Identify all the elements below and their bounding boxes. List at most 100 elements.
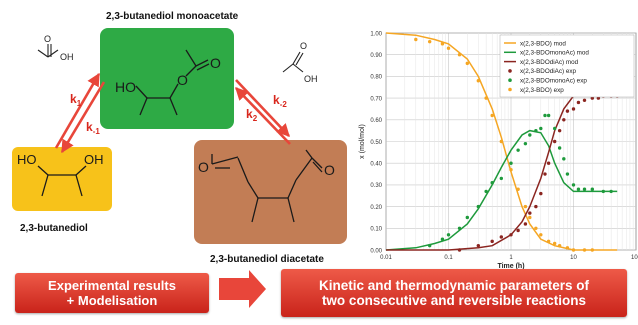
data-point-5 bbox=[571, 248, 576, 252]
acetic-acid-left-oh: OH bbox=[60, 52, 74, 62]
data-point-4 bbox=[516, 148, 520, 152]
data-point-4 bbox=[457, 226, 462, 230]
data-point-4 bbox=[484, 189, 488, 194]
legend-entry: x(2,3-BDOdiAc) exp bbox=[520, 68, 576, 75]
data-point-3 bbox=[476, 243, 481, 248]
data-point-5 bbox=[539, 233, 543, 237]
data-point-3 bbox=[552, 139, 557, 144]
data-point-3 bbox=[546, 161, 551, 165]
acetic-acid-left-o: O bbox=[44, 34, 51, 44]
data-point-4 bbox=[476, 204, 481, 209]
data-point-5 bbox=[557, 243, 562, 248]
y-tick-label: 0.20 bbox=[370, 205, 382, 211]
y-tick-label: 0.80 bbox=[370, 75, 382, 81]
butanediol-oh: OH bbox=[84, 152, 104, 167]
data-point-4 bbox=[552, 126, 557, 131]
y-tick-label: 0.00 bbox=[370, 248, 382, 254]
left-banner: Experimental results + Modelisation bbox=[15, 273, 209, 313]
data-point-3 bbox=[528, 211, 532, 215]
legend-swatch bbox=[508, 78, 512, 82]
data-point-3 bbox=[543, 172, 547, 176]
x-tick-label: 0.1 bbox=[444, 255, 453, 261]
data-point-5 bbox=[523, 204, 528, 209]
series-line-0 bbox=[385, 32, 618, 251]
right-banner-line1: Kinetic and thermodynamic parameters of bbox=[318, 278, 590, 293]
km1-label: k-1 bbox=[86, 120, 100, 136]
data-point-5 bbox=[414, 37, 418, 42]
data-point-5 bbox=[440, 42, 445, 46]
y-tick-label: 0.50 bbox=[370, 140, 382, 146]
y-axis-title: x (mol/mol) bbox=[359, 124, 366, 159]
banner-arrow bbox=[219, 270, 266, 308]
acetic-acid-right-o: O bbox=[300, 41, 307, 51]
data-point-5 bbox=[476, 79, 481, 83]
diacetate-o-right: O bbox=[324, 162, 335, 178]
kinetics-chart: 0.000.100.200.300.400.500.600.700.800.90… bbox=[370, 31, 638, 261]
data-point-4 bbox=[446, 233, 451, 237]
acetic-acid-left bbox=[37, 44, 59, 58]
data-point-5 bbox=[528, 215, 532, 220]
x-tick-label: 0.01 bbox=[380, 255, 392, 261]
monoacetate-carbonyl-o: O bbox=[210, 55, 221, 71]
data-point-4 bbox=[499, 176, 504, 181]
legend-entry: x(2,3-BDOmonoAc) exp bbox=[520, 78, 587, 85]
data-point-4 bbox=[582, 187, 587, 191]
diacetate-label: 2,3-butanediol diacetate bbox=[210, 254, 324, 265]
acetic-acid-right bbox=[282, 51, 304, 73]
data-point-3 bbox=[509, 233, 513, 237]
km2-label: k-2 bbox=[273, 93, 287, 109]
data-point-4 bbox=[565, 172, 570, 176]
data-point-5 bbox=[427, 39, 432, 44]
butanediol-ho: HO bbox=[17, 152, 37, 167]
right-banner-line2: two consecutive and reversible reactions bbox=[321, 293, 587, 308]
acetic-acid-right-oh: OH bbox=[304, 74, 318, 84]
diacetate-box bbox=[194, 140, 347, 244]
data-point-4 bbox=[543, 113, 547, 118]
data-point-5 bbox=[552, 241, 557, 246]
data-point-3 bbox=[490, 239, 494, 244]
data-point-4 bbox=[576, 187, 581, 191]
data-point-5 bbox=[457, 53, 462, 57]
butanediol-box bbox=[12, 147, 112, 211]
x-axis-title: Time (h) bbox=[497, 263, 524, 270]
monoacetate-structure bbox=[135, 49, 210, 116]
y-tick-label: 0.60 bbox=[370, 118, 382, 124]
data-point-4 bbox=[523, 141, 528, 146]
right-banner: Kinetic and thermodynamic parameters of … bbox=[281, 269, 627, 317]
legend-entry: x(2,3-BDOdiAc) mod bbox=[520, 59, 579, 66]
legend-entry: x(2,3-BDO) mod bbox=[520, 40, 566, 47]
monoacetate-ester-o: O bbox=[177, 72, 188, 88]
data-point-4 bbox=[534, 128, 538, 133]
data-point-4 bbox=[528, 133, 532, 137]
data-point-3 bbox=[582, 98, 587, 102]
y-tick-label: 0.30 bbox=[370, 183, 382, 189]
diacetate-o-left: O bbox=[198, 159, 209, 175]
legend-entry: x(2,3-BDO) exp bbox=[520, 87, 564, 94]
data-point-4 bbox=[509, 161, 513, 165]
diacetate-structure bbox=[211, 149, 323, 223]
data-point-3 bbox=[523, 222, 528, 226]
data-point-4 bbox=[562, 157, 566, 161]
data-point-3 bbox=[539, 191, 543, 196]
x-tick-label: 10 bbox=[570, 255, 577, 261]
left-banner-line1: Experimental results bbox=[48, 278, 176, 293]
data-point-3 bbox=[534, 204, 538, 209]
data-point-5 bbox=[516, 187, 520, 191]
data-point-5 bbox=[582, 248, 587, 252]
left-banner-line2: + Modelisation bbox=[66, 293, 158, 308]
data-point-3 bbox=[557, 128, 562, 133]
data-point-5 bbox=[534, 226, 538, 230]
data-point-3 bbox=[565, 109, 570, 113]
butanediol-label: 2,3-butanediol bbox=[20, 223, 88, 234]
x-tick-label: 100 bbox=[631, 255, 638, 261]
data-point-5 bbox=[484, 96, 488, 100]
data-point-4 bbox=[590, 187, 595, 191]
butanediol-structure bbox=[37, 165, 87, 197]
series-line-1 bbox=[385, 129, 618, 251]
monoacetate-box bbox=[100, 28, 234, 129]
data-point-4 bbox=[546, 113, 551, 118]
data-point-3 bbox=[562, 118, 566, 122]
data-point-4 bbox=[465, 215, 470, 220]
data-point-4 bbox=[557, 146, 562, 150]
data-point-5 bbox=[490, 113, 494, 118]
